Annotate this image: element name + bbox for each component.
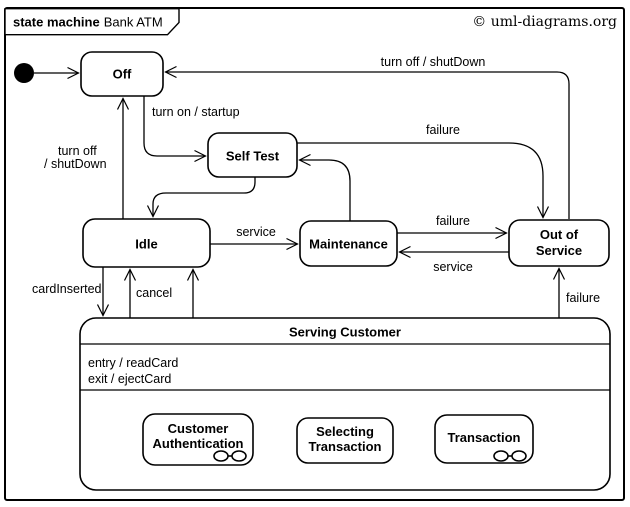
transition-selftest-to-idle <box>146 177 256 218</box>
state-off-label: Off <box>113 67 132 82</box>
state-maintenance <box>299 220 398 267</box>
state-customer-authentication-label-line2: Authentication <box>153 436 244 451</box>
transition-selftest-to-outofservice <box>297 142 550 219</box>
state-selecting-transaction-label-line1: Selecting <box>316 424 374 439</box>
state-self-test-label: Self Test <box>226 149 280 164</box>
transition-label-turn-off-line2: / shutDown <box>44 157 107 171</box>
transition-off-to-selftest <box>143 96 207 163</box>
transition-label-service-idle: service <box>236 225 276 239</box>
transition-label-failure-selftest: failure <box>426 123 460 137</box>
serving-customer-entry-activity: entry / readCard <box>88 356 178 370</box>
transition-outofservice-to-off <box>164 65 570 219</box>
transition-label-turn-off-line1: turn off <box>58 144 97 158</box>
transition-label-card-inserted: cardInserted <box>32 282 102 296</box>
transition-label-failure-maintenance: failure <box>436 214 470 228</box>
state-idle <box>82 218 211 268</box>
initial-state-icon <box>14 63 34 83</box>
state-off <box>80 51 164 97</box>
hidden-decomposition-icon <box>493 450 527 462</box>
frame-title-name: Bank ATM <box>104 15 163 30</box>
transition-label-cancel: cancel <box>136 286 172 300</box>
state-customer-authentication-label-line1: Customer <box>168 421 229 436</box>
state-idle-label: Idle <box>135 237 157 252</box>
state-transaction-label: Transaction <box>448 430 521 445</box>
transition-label-failure-serving: failure <box>566 291 600 305</box>
frame-title-keyword: state machine <box>13 15 100 30</box>
state-selecting-transaction-label-line2: Transaction <box>309 439 382 454</box>
transition-label-turn-on-startup: turn on / startup <box>152 105 240 119</box>
frame-title-tab <box>4 7 180 36</box>
state-serving-customer-label: Serving Customer <box>289 325 401 340</box>
state-out-of-service-label-line1: Out of <box>540 227 579 242</box>
state-out-of-service-label-line2: Service <box>536 243 582 258</box>
transition-label-service-outofservice: service <box>433 260 473 274</box>
copyright-text: © uml-diagrams.org <box>472 14 617 30</box>
state-selecting-transaction <box>296 417 394 464</box>
transition-maintenance-to-selftest <box>298 153 351 221</box>
transition-label-turn-off-shutdown-top: turn off / shutDown <box>381 55 486 69</box>
state-maintenance-label: Maintenance <box>309 237 388 252</box>
state-out-of-service <box>508 219 610 267</box>
serving-customer-exit-activity: exit / ejectCard <box>88 372 171 386</box>
frame-title: state machine Bank ATM <box>13 15 163 30</box>
hidden-decomposition-icon <box>213 450 247 462</box>
state-transaction <box>434 414 534 464</box>
state-self-test <box>207 132 298 178</box>
